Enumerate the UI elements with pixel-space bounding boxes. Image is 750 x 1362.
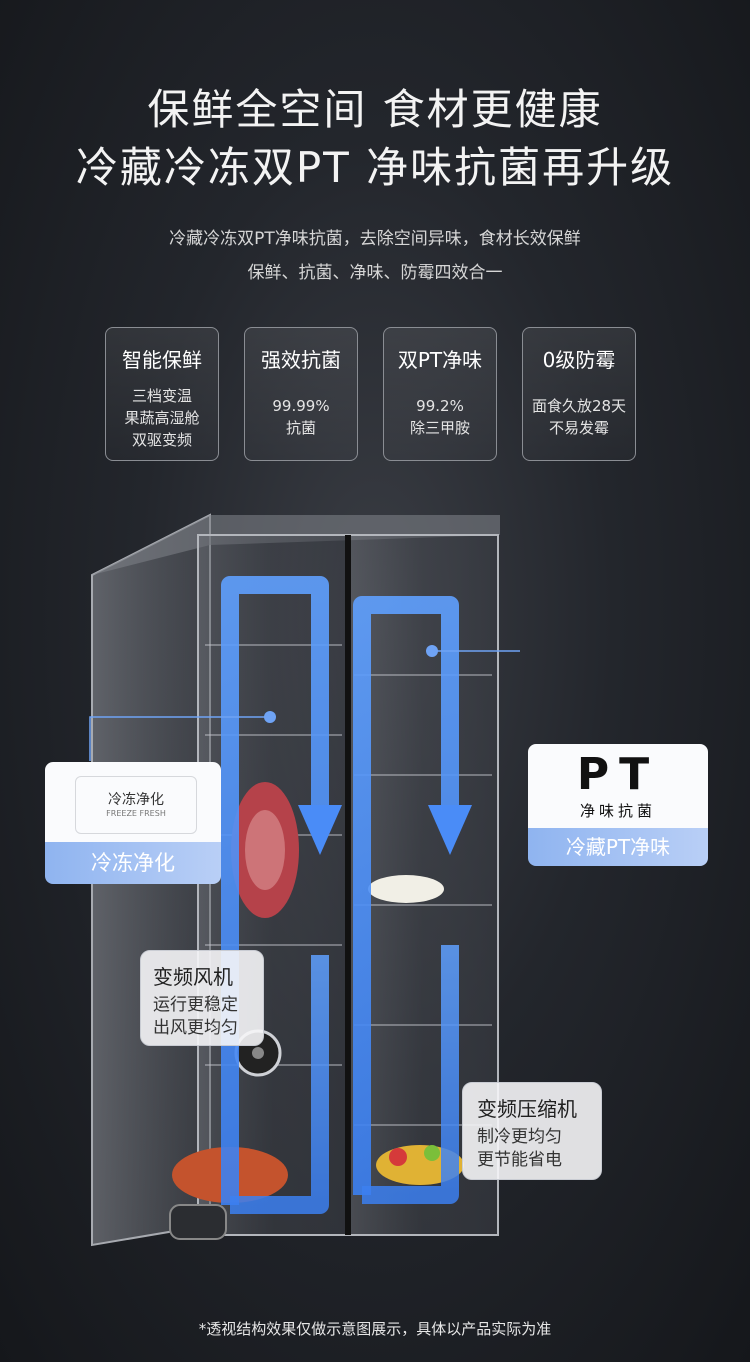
pt-logo: PT 净味抗菌: [528, 744, 708, 828]
compressor-title: 变频压缩机: [477, 1097, 577, 1121]
feature-desc: 果蔬高湿舱: [124, 409, 200, 427]
feature-cards: 智能保鲜 三档变温 果蔬高湿舱 双驱变频 强效抗菌 99.99% 抗菌 双PT净…: [105, 327, 637, 461]
module-sub-label: FREEZE FRESH: [106, 809, 166, 818]
feature-card-anti-mold: 0级防霉 面食久放28天 不易发霉: [522, 327, 636, 461]
fridge-center-seam: [345, 535, 351, 1235]
footnote: *透视结构效果仅做示意图展示，具体以产品实际为准: [198, 1320, 552, 1338]
callout-lines: [89, 650, 520, 761]
freeze-purify-caption: 冷冻净化: [45, 842, 221, 884]
module-label: 冷冻净化: [108, 792, 164, 808]
pt-caption: 冷藏PT净味: [528, 828, 708, 866]
airflow-left-arrow: [298, 805, 342, 855]
feature-title: 0级防霉: [542, 348, 616, 372]
feature-desc: 三档变温: [131, 387, 192, 405]
fan-title: 变频风机: [153, 965, 233, 989]
feature-card-smart-fresh: 智能保鲜 三档变温 果蔬高湿舱 双驱变频: [105, 327, 219, 461]
fan-line-2: 出风更均匀: [153, 1018, 238, 1038]
feature-title: 强效抗菌: [261, 348, 341, 372]
compressor-line-2: 更节能省电: [477, 1150, 562, 1170]
fridge-top: [92, 515, 500, 575]
pt-logo-text: PT: [576, 749, 660, 800]
freeze-purify-callout: 冷冻净化 FREEZE FRESH 冷冻净化: [45, 762, 221, 884]
fridge-illustration: [89, 513, 520, 1247]
feature-desc: 面食久放28天: [531, 397, 627, 415]
fan-callout: 变频风机 运行更稳定 出风更均匀: [140, 950, 264, 1046]
feature-desc: 除三甲胺: [409, 419, 470, 437]
feature-card-antibacterial: 强效抗菌 99.99% 抗菌: [244, 327, 358, 461]
feature-title: 智能保鲜: [122, 348, 202, 372]
fan-line-1: 运行更稳定: [153, 995, 238, 1015]
airflow-left-loop: [221, 576, 329, 1205]
feature-desc: 抗菌: [285, 419, 316, 437]
pt-callout: PT 净味抗菌 冷藏PT净味: [528, 744, 708, 866]
freeze-purify-module: 冷冻净化 FREEZE FRESH: [45, 762, 221, 842]
feature-desc: 双驱变频: [131, 431, 192, 449]
subtext-line-1: 冷藏冷冻双PT净味抗菌，去除空间异味，食材长效保鲜: [169, 229, 581, 249]
headline-line-1: 保鲜全空间 食材更健康: [147, 85, 603, 134]
compressor-icon: [169, 1204, 227, 1240]
feature-title: 双PT净味: [397, 348, 483, 372]
bowl-food-icon: [368, 875, 444, 903]
feature-card-pt-deodorize: 双PT净味 99.2% 除三甲胺: [383, 327, 497, 461]
airflow-right-arrow: [428, 805, 472, 855]
headline-line-2: 冷藏冷冻双PT 净味抗菌再升级: [75, 143, 675, 192]
feature-desc: 99.99%: [272, 397, 330, 415]
compressor-line-1: 制冷更均匀: [477, 1127, 562, 1147]
subtext-line-2: 保鲜、抗菌、净味、防霉四效合一: [247, 263, 503, 283]
pt-logo-sub: 净味抗菌: [579, 802, 656, 820]
compressor-callout: 变频压缩机 制冷更均匀 更节能省电: [462, 1082, 602, 1180]
feature-desc: 99.2%: [416, 397, 464, 415]
airflow-right-loop: [353, 596, 459, 1195]
feature-desc: 不易发霉: [548, 419, 609, 437]
